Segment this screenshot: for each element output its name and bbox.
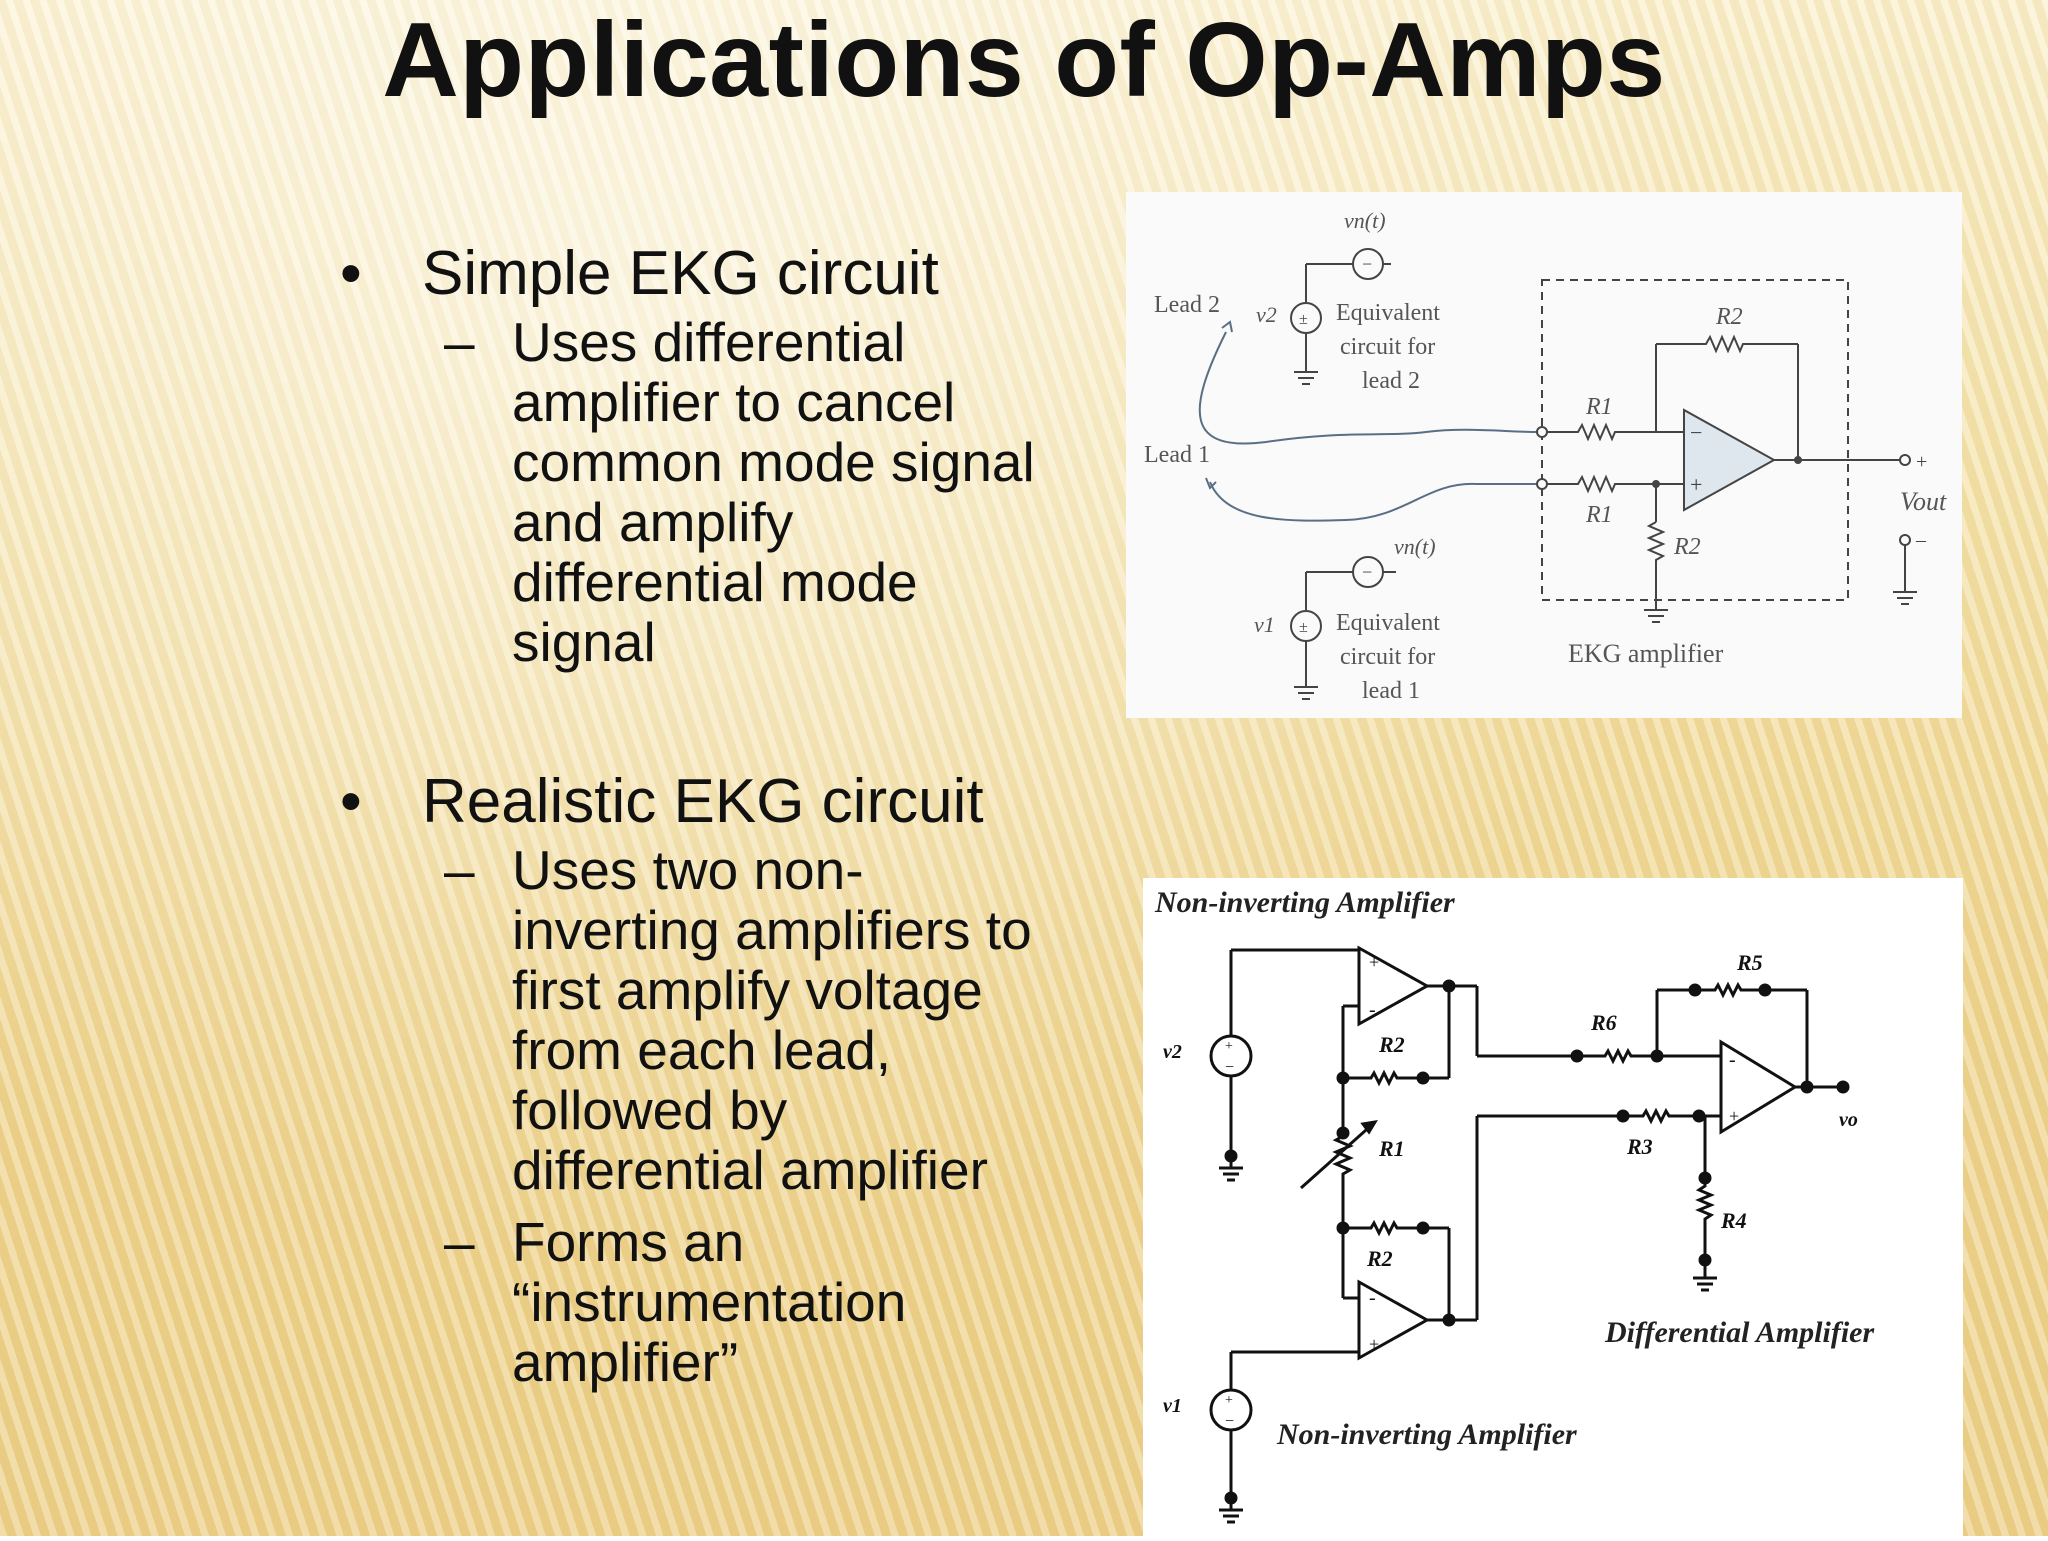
op-amp-icon — [1357, 1279, 1431, 1361]
svg-text:+: + — [1225, 1393, 1233, 1408]
bottom-opamp-minus: - — [1369, 1287, 1376, 1309]
diff-opamp-plus: + — [1729, 1106, 1739, 1126]
sub-line: and amplify — [512, 491, 794, 553]
bullet-simple-ekg: • Simple EKG circuit — [340, 236, 1120, 312]
simple-ekg-circuit-figure: − vn(t) ± v2 Lead 2 Equivalent circuit f… — [1126, 192, 1962, 718]
equiv2-line2: circuit for — [1340, 334, 1435, 360]
r2-bottom-label: R2 — [1366, 1246, 1393, 1271]
sub-line: followed by — [512, 1079, 788, 1141]
resistor-icon — [1656, 334, 1798, 354]
vout-plus: + — [1916, 451, 1927, 473]
noninv-top-label: Non-inverting Amplifier — [1154, 886, 1455, 919]
sub-line: differential mode — [512, 551, 918, 613]
noninv-bottom-label: Non-inverting Amplifier — [1276, 1418, 1577, 1451]
r1-bottom-label: R1 — [1585, 502, 1613, 528]
lead1-label: Lead 1 — [1144, 442, 1210, 468]
v2-label: v2 — [1163, 1041, 1182, 1063]
bottom-opamp-plus: + — [1369, 1334, 1379, 1354]
svg-text:−: − — [1225, 1059, 1234, 1076]
resistor-icon — [1343, 1219, 1423, 1237]
ekg-amplifier-box — [1541, 279, 1849, 601]
sub-line: Forms an — [512, 1211, 745, 1273]
sub-line: first amplify voltage — [512, 959, 983, 1021]
resistor-icon — [1646, 521, 1666, 592]
svg-text:−: − — [1362, 562, 1372, 582]
vo-label: vo — [1839, 1109, 1858, 1131]
sub-line: differential amplifier — [512, 1139, 988, 1201]
svg-text:±: ± — [1299, 311, 1308, 328]
svg-text:+: + — [1225, 1039, 1233, 1054]
resistor-icon — [1343, 1069, 1423, 1087]
op-amp-icon — [1683, 408, 1777, 512]
r2-bottom-label: R2 — [1673, 534, 1701, 560]
slide-title: Applications of Op-Amps — [382, 1, 1666, 119]
diff-opamp-minus: - — [1729, 1049, 1736, 1071]
sub-bullet-noninverting: – Uses two non- inverting amplifiers to … — [340, 840, 1120, 1200]
svg-text:−: − — [1362, 254, 1372, 274]
lead2-label: Lead 2 — [1154, 292, 1220, 318]
bullet-marker: • — [340, 239, 362, 308]
r1-top-label: R1 — [1585, 394, 1613, 420]
resistor-icon — [1547, 474, 1648, 494]
vout-label: Vout — [1900, 487, 1947, 516]
op-amp-icon — [1357, 945, 1431, 1027]
sub-bullet-differential: – Uses differential amplifier to cancel … — [340, 312, 1120, 672]
r4-label: R4 — [1720, 1208, 1747, 1233]
sub-line: signal — [512, 611, 656, 673]
svg-text:−: − — [1690, 420, 1702, 445]
sub-line: amplifier” — [512, 1331, 739, 1393]
r2-top-label: R2 — [1715, 304, 1743, 330]
equiv1-line2: circuit for — [1340, 644, 1435, 670]
v1-label: v1 — [1254, 612, 1275, 637]
dash-marker: – — [444, 839, 475, 901]
top-opamp-plus: + — [1369, 952, 1379, 972]
equiv2-line3: lead 2 — [1362, 368, 1420, 394]
sub-line: common mode signal — [512, 431, 1035, 493]
vout-minus: – — [1915, 529, 1927, 551]
bullet-marker: • — [340, 767, 362, 836]
svg-text:−: − — [1225, 1413, 1234, 1430]
sub-line: amplifier to cancel — [512, 371, 956, 433]
equiv1-line1: Equivalent — [1336, 610, 1440, 636]
equiv1-line3: lead 1 — [1362, 678, 1420, 704]
instrumentation-amplifier-schematic: Non-inverting Amplifier + - + − v2 R2 R1… — [1154, 886, 1874, 1524]
top-opamp-minus: - — [1369, 999, 1376, 1021]
sub-line: Uses differential — [512, 311, 906, 373]
vn-top-label: vn(t) — [1344, 208, 1386, 233]
equiv2-line1: Equivalent — [1336, 300, 1440, 326]
svg-text:±: ± — [1299, 619, 1308, 636]
resistor-icon — [1695, 981, 1765, 999]
r1-label: R1 — [1378, 1136, 1405, 1161]
bullet-realistic-ekg: • Realistic EKG circuit — [340, 764, 1120, 840]
instrumentation-amplifier-figure: Non-inverting Amplifier + - + − v2 R2 R1… — [1143, 878, 1963, 1536]
svg-text:+: + — [1690, 472, 1702, 497]
resistor-icon — [1695, 1178, 1715, 1260]
r5-label: R5 — [1736, 950, 1763, 975]
sub-line: Uses two non- — [512, 839, 864, 901]
r2-top-label: R2 — [1378, 1032, 1405, 1057]
v1-label: v1 — [1163, 1395, 1182, 1417]
sub-line: inverting amplifiers to — [512, 899, 1032, 961]
dash-marker: – — [444, 1211, 475, 1273]
v2-label: v2 — [1256, 302, 1277, 327]
sub-bullet-instrumentation: – Forms an “instrumentation amplifier” — [340, 1212, 1120, 1392]
op-amp-icon — [1719, 1039, 1798, 1135]
bullet-text: Realistic EKG circuit — [422, 767, 984, 836]
bullet-list: • Simple EKG circuit – Uses differential… — [340, 236, 1120, 1392]
resistor-icon — [1577, 1047, 1657, 1065]
ekg-amplifier-label: EKG amplifier — [1568, 639, 1724, 668]
r6-label: R6 — [1590, 1010, 1617, 1035]
resistor-icon — [1547, 422, 1648, 442]
bullet-text: Simple EKG circuit — [422, 239, 939, 308]
sub-line: “instrumentation — [512, 1271, 907, 1333]
sub-line: from each lead, — [512, 1019, 892, 1081]
diff-amp-label: Differential Amplifier — [1604, 1316, 1874, 1349]
r3-label: R3 — [1626, 1134, 1653, 1159]
vn-bottom-label: vn(t) — [1394, 534, 1436, 559]
variable-resistor-icon — [1332, 1133, 1354, 1228]
resistor-icon — [1623, 1107, 1699, 1125]
dash-marker: – — [444, 311, 475, 373]
simple-ekg-schematic: − vn(t) ± v2 Lead 2 Equivalent circuit f… — [1144, 208, 1947, 704]
